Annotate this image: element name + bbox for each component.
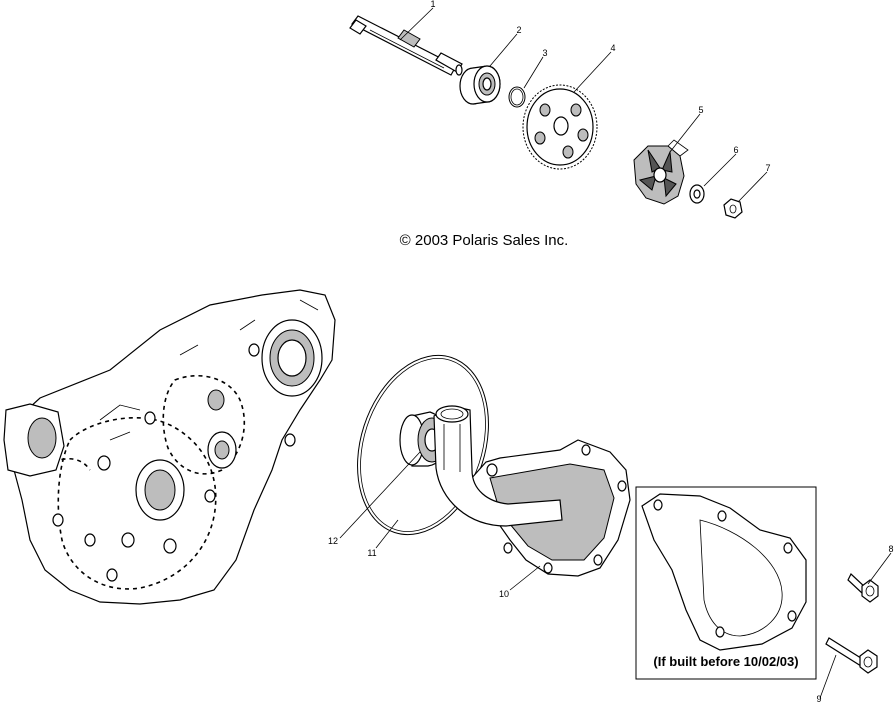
callout-9: 9 bbox=[816, 694, 821, 703]
retaining-ring-part bbox=[508, 86, 526, 108]
callout-7: 7 bbox=[765, 163, 770, 173]
callout-10: 10 bbox=[499, 589, 509, 599]
callout-5: 5 bbox=[698, 105, 703, 115]
gear-part bbox=[522, 84, 598, 170]
callout-2: 2 bbox=[516, 25, 521, 35]
shaft-part bbox=[349, 15, 463, 76]
callout-4: 4 bbox=[610, 43, 615, 53]
callout-labels: 1 2 3 4 5 6 7 8 9 10 11 12 bbox=[328, 0, 894, 703]
callout-6: 6 bbox=[733, 145, 738, 155]
short-bolt-part bbox=[847, 573, 879, 603]
o-ring-part bbox=[357, 354, 489, 536]
long-bolt-part bbox=[825, 637, 878, 674]
callout-1: 1 bbox=[430, 0, 435, 9]
gasket-part bbox=[635, 486, 817, 680]
build-date-note: (If built before 10/02/03) bbox=[653, 654, 798, 669]
bearing-part bbox=[459, 65, 501, 105]
washer-part bbox=[689, 184, 705, 204]
crankcase-part bbox=[3, 289, 336, 605]
note-box bbox=[635, 486, 817, 680]
nut-part bbox=[723, 198, 743, 219]
callout-11: 11 bbox=[367, 548, 376, 558]
impeller-part bbox=[633, 139, 689, 205]
copyright-text: © 2003 Polaris Sales Inc. bbox=[400, 232, 569, 249]
leader-lines bbox=[339, 7, 892, 699]
pump-cover-part bbox=[433, 405, 631, 577]
callout-3: 3 bbox=[542, 48, 547, 58]
callout-12: 12 bbox=[328, 536, 338, 546]
callout-8: 8 bbox=[888, 544, 893, 554]
